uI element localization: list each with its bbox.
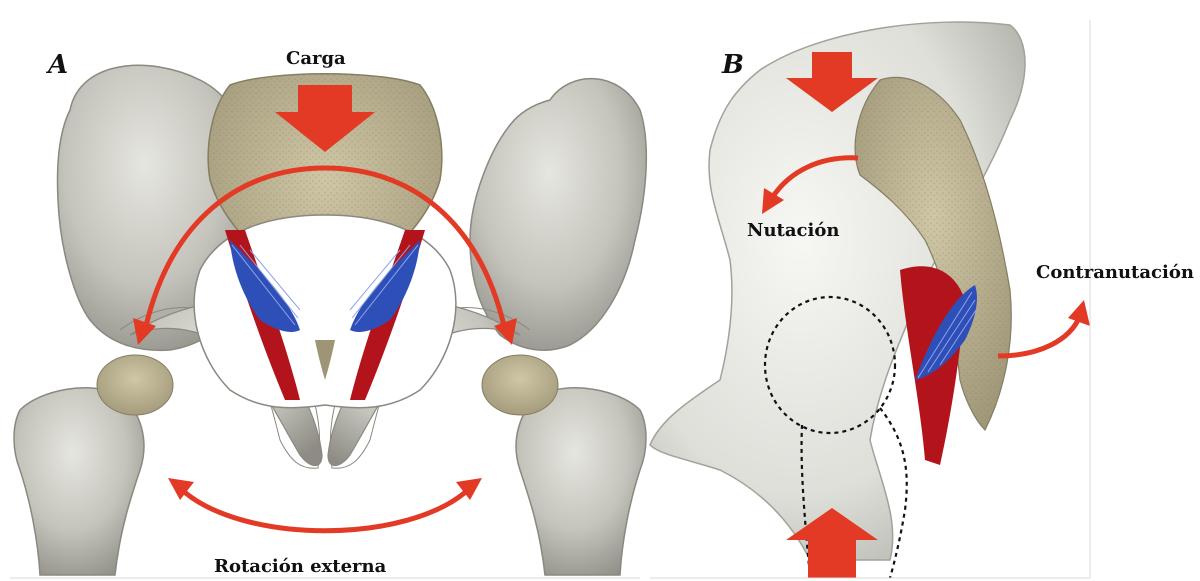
right-femur <box>516 388 646 575</box>
nutation-label: Nutación <box>747 220 839 241</box>
panel-b-pelvis-lateral <box>650 22 1090 578</box>
panel-a-pelvis <box>14 65 646 575</box>
counternutation-label: Contranutación <box>1036 262 1194 283</box>
right-ilium <box>470 79 646 351</box>
panel-a-letter: A <box>48 50 68 80</box>
external-rotation-arrow <box>180 488 470 531</box>
left-femoral-head <box>97 355 173 415</box>
external-rotation-label: Rotación externa <box>214 556 386 577</box>
right-femoral-head <box>482 355 558 415</box>
load-label: Carga <box>286 48 346 69</box>
left-femur <box>14 388 144 575</box>
panel-b-letter: B <box>722 50 744 80</box>
